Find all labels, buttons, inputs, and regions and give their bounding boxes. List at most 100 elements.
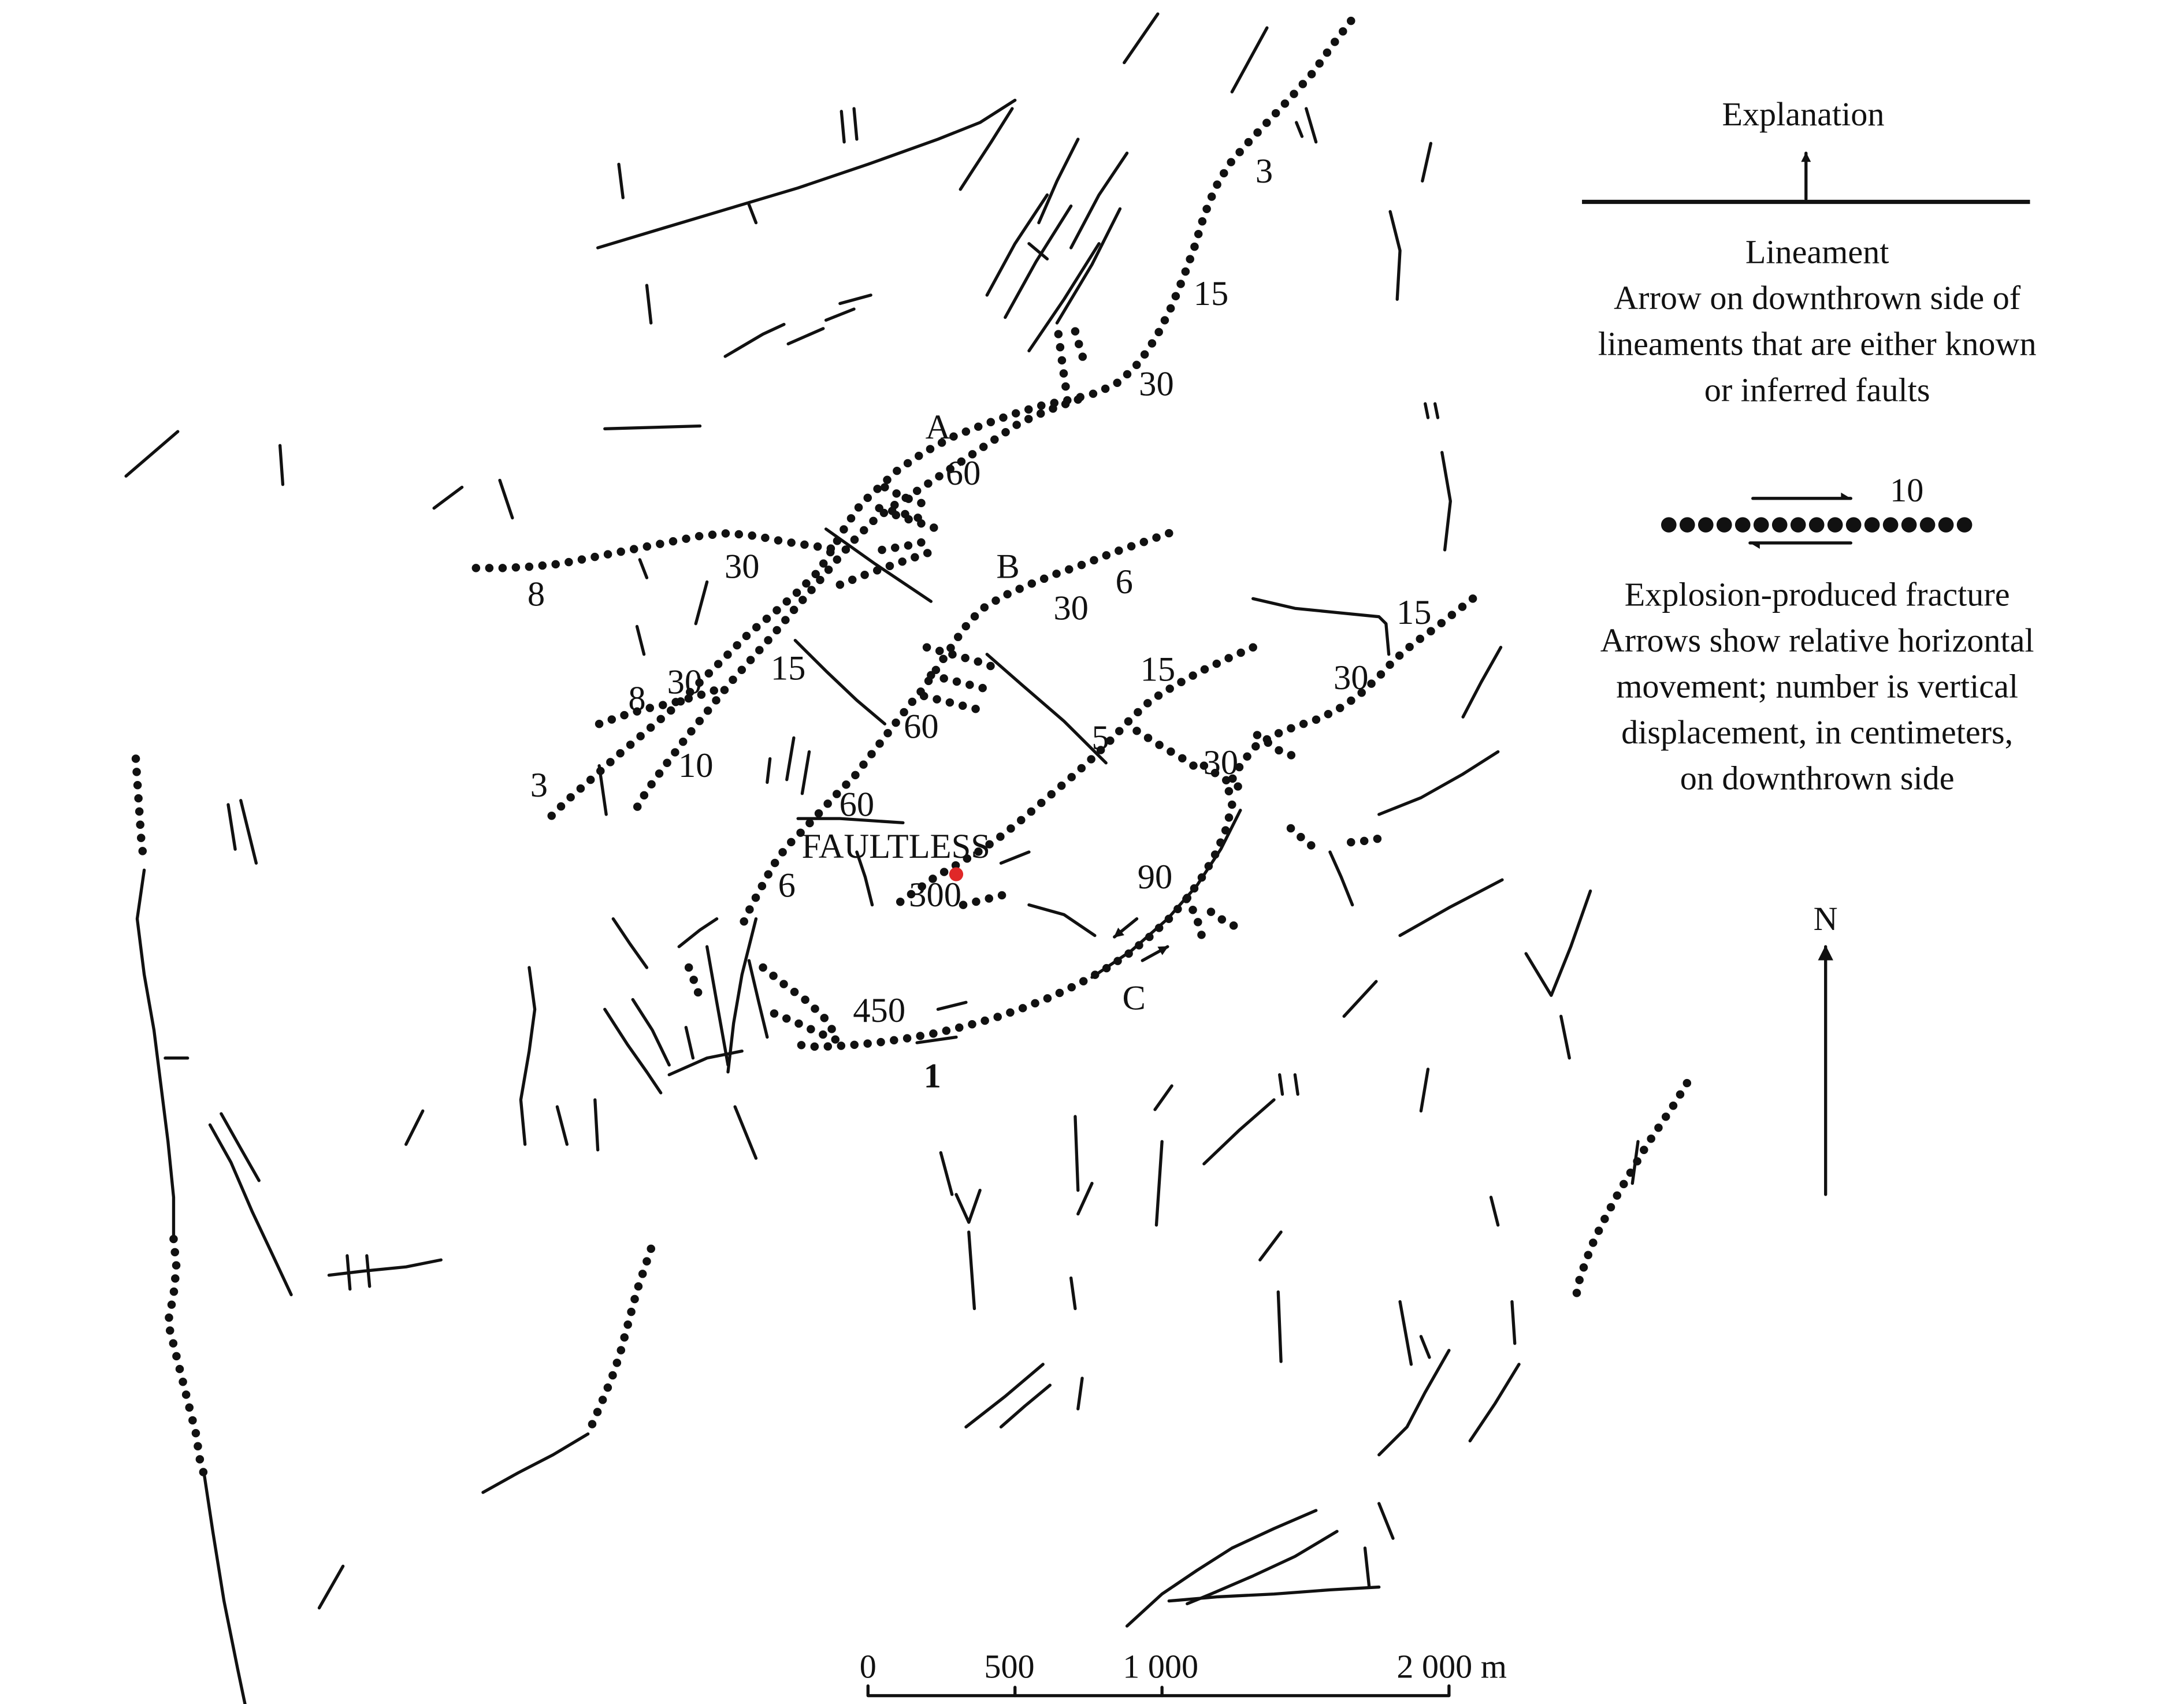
lineament: [498, 478, 514, 520]
legend-fracture-name: Explosion-produced fracture: [1625, 576, 2010, 613]
north-arrow: N: [1814, 900, 1838, 1196]
site-name-label: FAULTLESS: [802, 827, 990, 866]
explosion-fracture: [1222, 594, 1477, 805]
lineament: [317, 1564, 345, 1610]
explosion-fracture: [471, 529, 845, 572]
explosion-fracture: [1253, 731, 1306, 763]
displacement-label: 60: [904, 708, 939, 746]
lineament: [733, 1105, 758, 1160]
displacement-label: 30: [1334, 658, 1369, 697]
legend-lineament-description: Arrow on downthrown side of: [1614, 279, 2021, 317]
lineament: [785, 736, 796, 782]
lineament: [481, 1432, 590, 1494]
lineament: [1027, 242, 1049, 261]
lineament: [939, 1151, 954, 1196]
lineament: [1421, 142, 1433, 183]
legend-fracture-description: movement; number is vertical: [1616, 668, 2018, 705]
lineament: [226, 803, 237, 851]
lineament: [855, 850, 874, 907]
explosion-fracture: [1183, 894, 1209, 948]
lineament: [838, 293, 872, 306]
explosion-fracture: [770, 1009, 845, 1046]
lineament: [999, 850, 1031, 865]
lineament: [796, 817, 905, 825]
lineament: [1524, 889, 1592, 997]
scale-label: 500: [984, 1648, 1034, 1686]
displacement-label: 15: [1141, 650, 1176, 689]
lineament: [1167, 1585, 1381, 1603]
movement-arrow: [1113, 917, 1139, 939]
displacement-label: 5: [1091, 719, 1109, 757]
lineament: [638, 558, 649, 579]
explosion-fracture: [922, 643, 1001, 673]
lineament: [278, 444, 285, 486]
displacement-label: 30: [667, 663, 703, 702]
lineament: [766, 757, 772, 784]
displacement-label: 8: [628, 679, 645, 718]
displacement-label: 8: [528, 575, 545, 614]
lineament: [1069, 151, 1129, 250]
legend-fracture-description: displacement, in centimeters,: [1621, 713, 2013, 751]
scale-label: 1 000: [1123, 1648, 1198, 1686]
scale-bar: 0 500 1 000 2 000 m: [860, 1648, 1507, 1698]
explosion-fractures: [131, 16, 1692, 1480]
lineament: [677, 917, 719, 948]
explosion-fracture: [1054, 330, 1071, 399]
lineament: [1154, 1140, 1164, 1227]
explosion-fracture-a: [633, 395, 1083, 812]
explosion-fracture: [595, 684, 723, 728]
lineament: [852, 107, 859, 141]
lineament: [555, 1105, 569, 1146]
explosion-fracture: [892, 643, 1257, 909]
lineament: [824, 307, 856, 322]
lineament: [1123, 12, 1160, 65]
explosion-fracture: [759, 963, 842, 1041]
lineament: [1388, 210, 1402, 301]
lineament: [1461, 646, 1503, 719]
scale-label: 2 000 m: [1396, 1648, 1507, 1686]
lineament: [1424, 402, 1430, 419]
lineament: [1186, 1530, 1339, 1606]
displacement-label: 30: [1053, 589, 1089, 628]
lineament: [1069, 1276, 1077, 1311]
lineament: [964, 1363, 1045, 1429]
lineament: [1510, 1300, 1517, 1345]
lineament: [124, 430, 180, 478]
explosion-fracture: [1572, 1078, 1692, 1299]
lineament: [954, 1189, 982, 1224]
lineament: [1295, 121, 1304, 138]
displacement-label: 3: [1256, 152, 1273, 191]
lineament: [1276, 1290, 1283, 1363]
lineament: [967, 1230, 976, 1311]
ground-zero-marker: [949, 867, 964, 881]
explosion-fracture: [959, 890, 1012, 909]
displacement-label: 30: [1204, 743, 1239, 782]
lineament: [365, 1254, 372, 1288]
lineament: [327, 1258, 443, 1277]
lineament: [1230, 26, 1269, 94]
explosion-fracture: [878, 535, 935, 555]
displacement-label: 90: [1138, 858, 1173, 896]
explosion-fracture: [919, 691, 985, 715]
lineament: [1153, 1084, 1173, 1111]
lineament: [694, 580, 709, 626]
lineament: [1419, 1067, 1430, 1113]
lineament: [999, 1383, 1052, 1429]
lineament: [1125, 1509, 1318, 1628]
scale-bar-line: [866, 1684, 1451, 1698]
explosion-fracture: [1071, 327, 1091, 373]
lineament: [1419, 1335, 1431, 1359]
displacement-label: 30: [1139, 365, 1174, 404]
lineament: [1433, 402, 1440, 419]
lineament: [519, 966, 537, 1146]
lineament: [1377, 1349, 1451, 1457]
scale-label: 0: [860, 1648, 876, 1686]
lineament: [985, 653, 1108, 765]
lineament: [203, 1474, 247, 1704]
lineament: [596, 98, 1017, 250]
lineament: [603, 424, 702, 430]
explosion-fracture: [131, 754, 148, 868]
explosion-fracture: [164, 1234, 209, 1480]
lineament: [1440, 451, 1452, 552]
